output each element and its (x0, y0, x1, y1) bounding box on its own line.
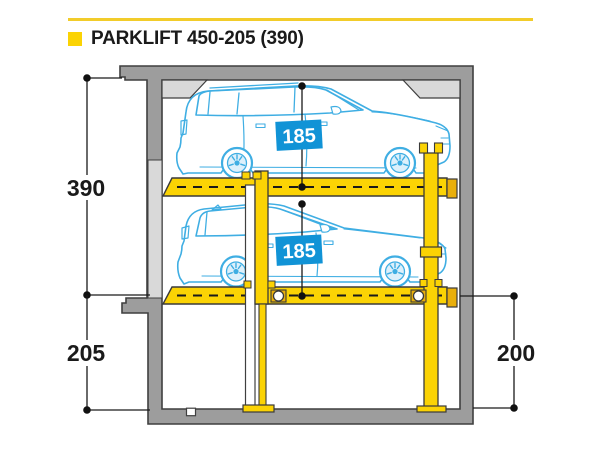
dimension-upper-car-height: 185 (275, 82, 323, 191)
left-wall-light-section (147, 159, 163, 299)
concrete-structure (119, 65, 474, 425)
right-post-collar (419, 246, 443, 258)
dim-200-label: 200 (497, 340, 535, 366)
lower-car-height-badge (275, 234, 323, 266)
lower-car-front-wheel (378, 255, 412, 288)
lower-platform-end-cap (446, 287, 458, 308)
dimension-pit-depth: 205 (62, 295, 150, 414)
header-rule (68, 18, 533, 21)
right-post-top-tab (418, 142, 429, 154)
lower-deck-bracket (267, 280, 276, 289)
upper-car-front-wheel (383, 146, 417, 180)
title-bullet-icon (68, 32, 82, 46)
right-post-base-plate (416, 405, 447, 413)
center-base-plate (242, 404, 275, 413)
dim-185-lower-label: 185 (282, 240, 316, 264)
roller-left (272, 290, 285, 302)
upper-car-rear-wheel (220, 146, 254, 180)
right-post-bracket (419, 279, 428, 287)
right-post-bracket (434, 279, 443, 287)
dim-185-upper-label: 185 (282, 125, 316, 149)
roller-right (412, 290, 425, 302)
dim-390-label: 390 (67, 175, 105, 201)
ceiling-haunch-left (161, 79, 209, 99)
upper-deck-bracket (241, 171, 251, 180)
page-title: PARKLIFT 450-205 (390) (91, 28, 304, 49)
lower-deck-bracket (243, 280, 252, 289)
center-post (254, 170, 269, 305)
dim-205-label: 205 (67, 340, 106, 366)
dimension-lower-car-height: 185 (275, 200, 323, 300)
dimension-overall-height: 390 (62, 74, 150, 299)
hydraulic-cylinder-assembly (241, 170, 276, 413)
upper-car-height-badge (275, 119, 323, 151)
upper-platform-end-cap (446, 178, 458, 199)
floor-recess-notch (185, 407, 197, 417)
right-lift-post (416, 142, 447, 413)
upper-platform (161, 177, 458, 199)
header: PARKLIFT 450-205 (390) (68, 28, 304, 50)
right-post-top-tab (433, 142, 444, 154)
hydraulic-cylinder (244, 184, 256, 407)
upper-deck-bracket (252, 171, 262, 180)
center-post-lower-rod (258, 303, 267, 407)
platform-rollers (270, 289, 427, 303)
dimension-right-clearance: 200 (460, 292, 541, 412)
concrete-shell (119, 65, 474, 425)
ceiling-haunch-right (401, 79, 461, 99)
